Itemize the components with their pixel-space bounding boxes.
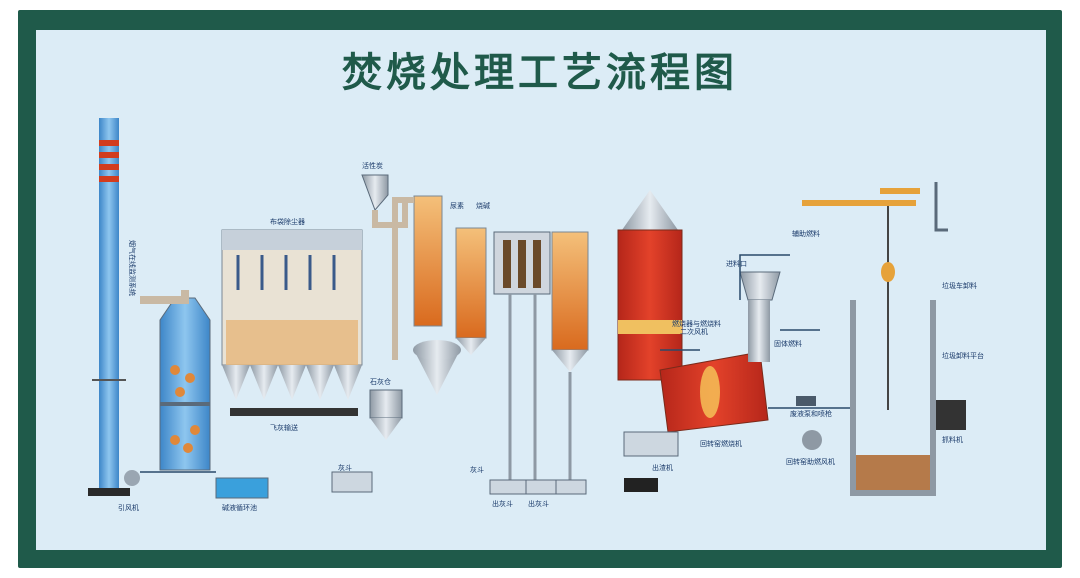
slag-machine (623, 431, 679, 457)
label-activated-carbon: 活性炭 (362, 161, 383, 170)
flow-pipes (140, 254, 850, 473)
label-crane-room: 垃圾车卸料 (942, 281, 977, 290)
ash-hopper-a (489, 479, 527, 495)
label-induced-fan: 引风机 (118, 503, 139, 512)
crane (802, 188, 920, 410)
label-feed-port: 进料口 (726, 259, 747, 268)
label-waste-pump: 废液泵和喷枪 (790, 409, 832, 418)
lime-silo (369, 389, 403, 440)
quench-tower (455, 227, 487, 355)
waste-pit (850, 300, 936, 496)
label-ash-bucket-2: 灰斗 (470, 465, 484, 474)
combustion-chamber (617, 190, 683, 381)
waste-pump-icon (796, 396, 816, 406)
label-slag-machine: 出渣机 (652, 463, 673, 472)
label-lime-silo: 石灰仓 (370, 377, 391, 386)
label-solid-feed: 固体燃料 (774, 339, 802, 348)
secondary-chamber (551, 231, 589, 480)
crane-rail (934, 182, 948, 232)
heat-exchanger (493, 231, 551, 480)
label-ash-hopper-b: 出灰斗 (528, 499, 549, 508)
bag-filter (221, 229, 363, 416)
label-bag-filter: 布袋除尘器 (270, 217, 305, 226)
chimney (88, 118, 130, 496)
grab-feeder (936, 400, 966, 430)
label-secondary-fan: 二次风机 (680, 327, 708, 336)
label-slaker-pit: 碱液循环池 (222, 503, 257, 512)
scrubber-tower (159, 297, 211, 471)
label-grate-box: 燃烧器与燃烧料 (672, 319, 721, 328)
ash-bucket (331, 471, 373, 493)
label-fly-ash-conveyor: 飞灰输送 (270, 423, 298, 432)
duct-scrubber-chimney (140, 290, 189, 304)
slag-bin (624, 478, 658, 492)
slaker-pit (215, 477, 269, 499)
label-storage: 垃圾卸料平台 (942, 351, 984, 360)
activated-carbon-silo (361, 174, 389, 211)
reaction-tower (413, 195, 461, 395)
diagram-title: 焚烧处理工艺流程图 (342, 50, 738, 96)
label-ash-hopper-a: 出灰斗 (492, 499, 513, 508)
label-auxiliary-feed: 辅助燃料 (792, 229, 820, 238)
label-chimney-monitor: 烟气在线监测系统 (128, 240, 137, 296)
label-caustic: 烧碱 (476, 201, 490, 210)
label-grab: 抓料机 (942, 435, 963, 444)
label-waste-fan: 回转窑助燃风机 (786, 457, 835, 466)
duct-reactor (392, 197, 414, 360)
ash-bucket-2 (555, 479, 587, 495)
label-ash-bucket: 灰斗 (338, 463, 352, 472)
kiln-fan-icon (802, 430, 822, 450)
label-urea: 尿素 (450, 201, 464, 210)
fan-icon (124, 470, 140, 486)
feed-hopper (739, 271, 781, 362)
rotary-kiln (659, 351, 769, 433)
label-rotary-kiln: 回转窑燃烧机 (700, 439, 742, 448)
